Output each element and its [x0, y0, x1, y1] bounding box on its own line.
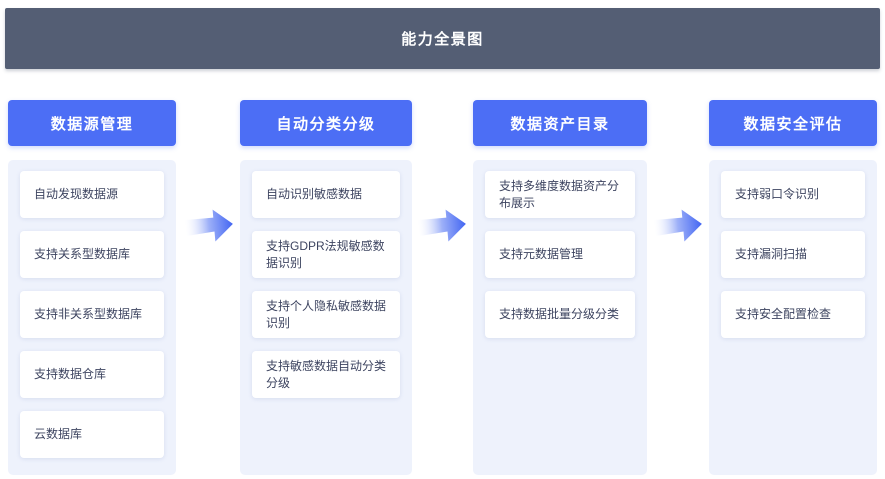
capability-card: 支持敏感数据自动分类分级 — [252, 351, 400, 398]
banner: 能力全景图 — [5, 8, 880, 69]
column-auto-classification: 自动分类分级 自动识别敏感数据 支持GDPR法规敏感数据识别 支持个人隐私敏感数… — [240, 100, 412, 475]
capability-card: 支持漏洞扫描 — [721, 231, 865, 278]
column-header: 自动分类分级 — [240, 100, 412, 146]
capability-card: 支持元数据管理 — [485, 231, 635, 278]
capability-card: 支持数据仓库 — [20, 351, 164, 398]
capability-card: 支持个人隐私敏感数据识别 — [252, 291, 400, 338]
column-panel: 支持多维度数据资产分布展示 支持元数据管理 支持数据批量分级分类 — [473, 160, 647, 475]
capability-card: 支持安全配置检查 — [721, 291, 865, 338]
column-panel: 自动识别敏感数据 支持GDPR法规敏感数据识别 支持个人隐私敏感数据识别 支持敏… — [240, 160, 412, 475]
capability-card: 云数据库 — [20, 411, 164, 458]
capability-card: 支持数据批量分级分类 — [485, 291, 635, 338]
arrow-right-icon — [183, 205, 234, 247]
column-panel: 支持弱口令识别 支持漏洞扫描 支持安全配置检查 — [709, 160, 877, 475]
column-panel: 自动发现数据源 支持关系型数据库 支持非关系型数据库 支持数据仓库 云数据库 — [8, 160, 176, 475]
column-data-source-management: 数据源管理 自动发现数据源 支持关系型数据库 支持非关系型数据库 支持数据仓库 … — [8, 100, 176, 475]
column-data-security-assessment: 数据安全评估 支持弱口令识别 支持漏洞扫描 支持安全配置检查 — [709, 100, 877, 475]
arrow-right-icon — [652, 205, 703, 247]
capability-card: 支持关系型数据库 — [20, 231, 164, 278]
capability-card: 支持非关系型数据库 — [20, 291, 164, 338]
capability-card: 自动发现数据源 — [20, 171, 164, 218]
column-header: 数据源管理 — [8, 100, 176, 146]
capability-card: 自动识别敏感数据 — [252, 171, 400, 218]
capability-card: 支持弱口令识别 — [721, 171, 865, 218]
column-header: 数据安全评估 — [709, 100, 877, 146]
banner-title: 能力全景图 — [401, 31, 484, 48]
column-header: 数据资产目录 — [473, 100, 647, 146]
capability-card: 支持GDPR法规敏感数据识别 — [252, 231, 400, 278]
column-data-asset-catalog: 数据资产目录 支持多维度数据资产分布展示 支持元数据管理 支持数据批量分级分类 — [473, 100, 647, 475]
arrow-right-icon — [416, 205, 467, 247]
capability-card: 支持多维度数据资产分布展示 — [485, 171, 635, 218]
